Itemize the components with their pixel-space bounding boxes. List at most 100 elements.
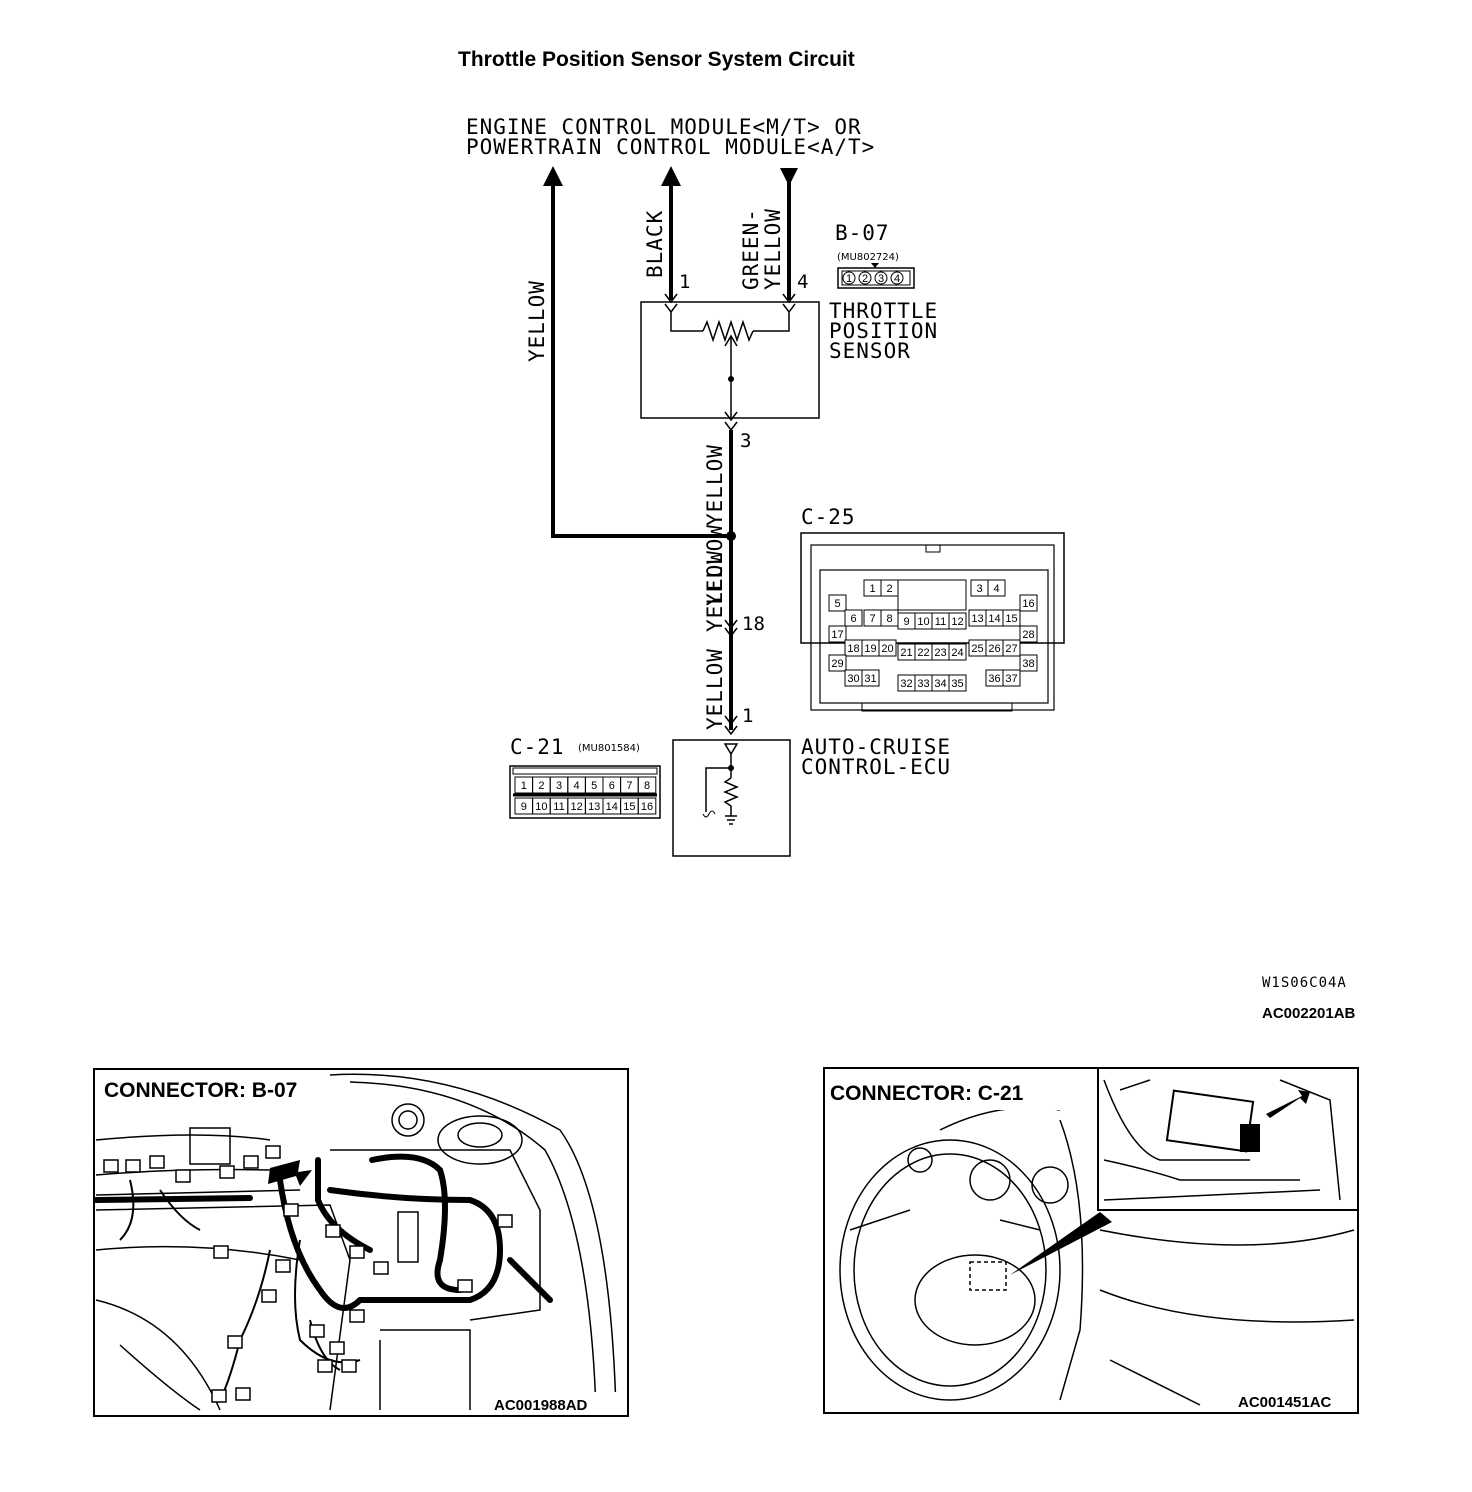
c25-pin-10: 10 [917, 616, 929, 628]
c25-pin-34: 34 [934, 678, 946, 690]
c25-pin-28: 28 [1022, 629, 1034, 641]
c21-pin-8: 8 [644, 780, 650, 792]
sensor-label-3: SENSOR [829, 339, 911, 363]
panel-left-code: AC001988AD [494, 1397, 588, 1414]
c21-pin-6: 6 [609, 780, 615, 792]
c21-pin-1: 1 [521, 780, 527, 792]
c21-pin-4: 4 [574, 780, 580, 792]
wire-label-yellow-b: YELLOW [703, 550, 727, 632]
c25-pin-38: 38 [1022, 658, 1034, 670]
c25-pin-33: 33 [917, 678, 929, 690]
c25-pin-30: 30 [847, 673, 859, 685]
pin-sensor-1: 1 [679, 271, 690, 293]
c25-pin-29: 29 [831, 658, 843, 670]
c21-pin-15: 15 [623, 801, 635, 813]
sensor-label-1: THROTTLE [829, 299, 938, 323]
junction-dot [726, 531, 736, 541]
c25-connector-face [800, 532, 1065, 712]
c25-pin-cell [828, 625, 847, 643]
sensor-label-2: POSITION [829, 319, 938, 343]
c25-pin-cell [828, 654, 847, 672]
wire-label-green-yellow-2: YELLOW [761, 208, 785, 290]
c25-pin-31: 31 [864, 673, 876, 685]
c25-pin-7: 7 [869, 613, 875, 625]
c25-pin-5: 5 [834, 598, 840, 610]
b07-pin-1: 1 [846, 273, 852, 285]
connector-b07-location-panel: CONNECTOR: B-07 AC001988AD [93, 1068, 629, 1417]
module-label-line2: POWERTRAIN CONTROL MODULE<A/T> [466, 135, 875, 159]
c25-pin-cell [1002, 669, 1021, 687]
wire-label-green-yellow-1: GREEN- [739, 208, 763, 290]
c21-connector-face [509, 765, 661, 819]
c21-pin-7: 7 [626, 780, 632, 792]
c21-pin-2: 2 [538, 780, 544, 792]
c25-inline-pin18 [724, 619, 738, 638]
pin-sensor-4: 4 [797, 271, 808, 293]
c25-pin-4: 4 [993, 583, 999, 595]
c25-pin-23: 23 [934, 647, 946, 659]
c25-pin-26: 26 [988, 643, 1000, 655]
ecu-label-1: AUTO-CRUISE [801, 735, 951, 759]
c25-pin-cell [1019, 625, 1038, 643]
b07-pin-3: 3 [878, 273, 884, 285]
c25-pin-2: 2 [886, 583, 892, 595]
c25-pin-cell [1019, 654, 1038, 672]
c25-pin-14: 14 [988, 613, 1000, 625]
c25-pin-cell [987, 579, 1006, 597]
b07-pin-2: 2 [862, 273, 868, 285]
c21-pin-16: 16 [641, 801, 653, 813]
diagram-title: Throttle Position Sensor System Circuit [458, 48, 855, 71]
c25-pin-21: 21 [900, 647, 912, 659]
connector-blocks [103, 1145, 513, 1403]
wire-label-yellow-c: YELLOW [703, 648, 727, 730]
c21-part-number: (MU801584) [578, 743, 640, 754]
ecu-pin1-connector [724, 715, 738, 736]
c21-pin-9: 9 [521, 801, 527, 813]
c25-pin-13: 13 [971, 613, 983, 625]
wire-label-yellow-pin3: YELLOW [703, 444, 727, 526]
c25-pin-cell [828, 594, 847, 612]
c25-pin-9: 9 [903, 616, 909, 628]
c25-pin-3: 3 [976, 583, 982, 595]
yellow-wire-left [543, 166, 733, 538]
c25-pin-19: 19 [864, 643, 876, 655]
wire-label-left-yellow: YELLOW [525, 280, 549, 362]
c21-connector-label: C-21 [510, 735, 565, 759]
c21-pin-12: 12 [570, 801, 582, 813]
panel-right-code: AC001451AC [1238, 1394, 1332, 1411]
c25-pin-25: 25 [971, 643, 983, 655]
figure-code: AC002201AB [1262, 1005, 1356, 1022]
panel-right-title: CONNECTOR: C-21 [830, 1082, 1024, 1105]
c25-pin-12: 12 [951, 616, 963, 628]
c25-pin-18: 18 [847, 643, 859, 655]
c21-pin-13: 13 [588, 801, 600, 813]
module-label-line1: ENGINE CONTROL MODULE<M/T> OR [466, 115, 862, 139]
c25-connector-label: C-25 [801, 505, 856, 529]
b07-pin-4: 4 [894, 273, 900, 285]
c25-pin-22: 22 [917, 647, 929, 659]
throttle-position-sensor-box [640, 301, 820, 432]
c25-pin-36: 36 [988, 673, 1000, 685]
connector-c21-location-panel: CONNECTOR: C-21 AC001451AC [823, 1067, 1359, 1414]
pin-c25-18: 18 [742, 613, 765, 635]
c25-pin-6: 6 [850, 613, 856, 625]
c25-pin-cell [948, 612, 967, 630]
c21-pin-5: 5 [591, 780, 597, 792]
c25-pin-cell [1019, 594, 1038, 612]
c25-pin-20: 20 [881, 643, 893, 655]
c21-pin-cell [637, 776, 657, 794]
c25-pin-cell [1002, 639, 1021, 657]
c25-pin-cell [948, 674, 967, 692]
wire-label-yellow-a: YELLOW [703, 524, 727, 606]
c25-pin-cell [1002, 609, 1021, 627]
panel-left-title: CONNECTOR: B-07 [104, 1079, 297, 1102]
c25-pin-24: 24 [951, 647, 963, 659]
c25-pin-16: 16 [1022, 598, 1034, 610]
pin-ecu-1: 1 [742, 705, 753, 727]
b07-connector-label: B-07 [835, 221, 890, 245]
c21-pin-14: 14 [606, 801, 618, 813]
c25-pin-cell [861, 669, 880, 687]
b07-connector-face [837, 263, 915, 289]
c25-pin-17: 17 [831, 629, 843, 641]
c25-pin-8: 8 [886, 613, 892, 625]
